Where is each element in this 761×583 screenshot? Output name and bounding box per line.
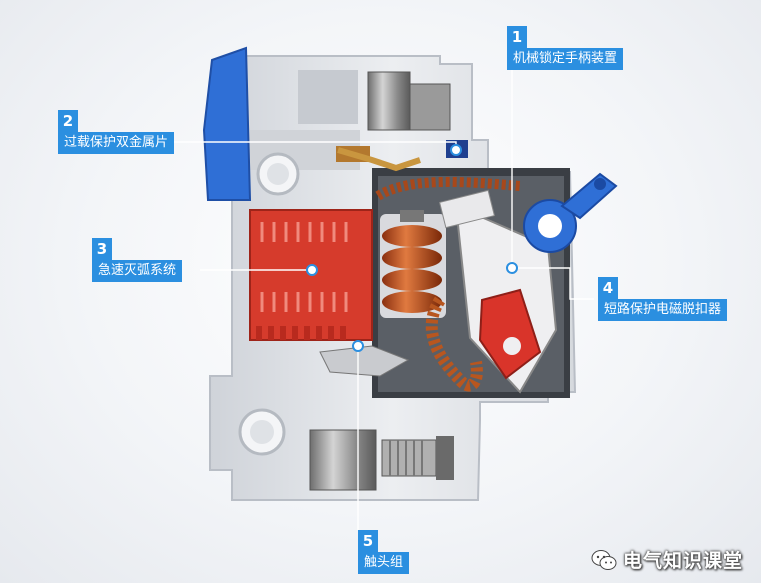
callout-number: 4 [598,277,618,299]
blue-side-cap [202,46,252,201]
callout-number: 3 [92,238,112,260]
trip-lever [438,189,558,394]
bottom-terminal [309,429,454,491]
copper-braid-lower [425,296,483,392]
callout-number: 5 [358,530,378,552]
callout-label: 急速灭弧系统 [92,260,183,282]
solenoid-coil [380,210,446,318]
watermark: 电气知识课堂 [591,546,743,573]
wechat-icon [591,549,617,570]
callout-number: 1 [507,26,527,48]
copper-braid-top [375,176,521,201]
leader-dots [306,144,518,352]
bimetal-strip [337,147,421,172]
callout-label: 机械锁定手柄装置 [507,48,624,70]
callout-label: 短路保护电磁脱扣器 [598,299,728,321]
callout-label: 触头组 [358,552,410,574]
handle-knob [523,172,618,253]
callout-number: 2 [58,110,78,132]
mounting-holes [238,152,300,456]
callout-label: 过载保护双金属片 [58,132,175,154]
top-terminal-clamp [336,71,468,162]
watermark-text: 电气知识课堂 [622,550,743,572]
